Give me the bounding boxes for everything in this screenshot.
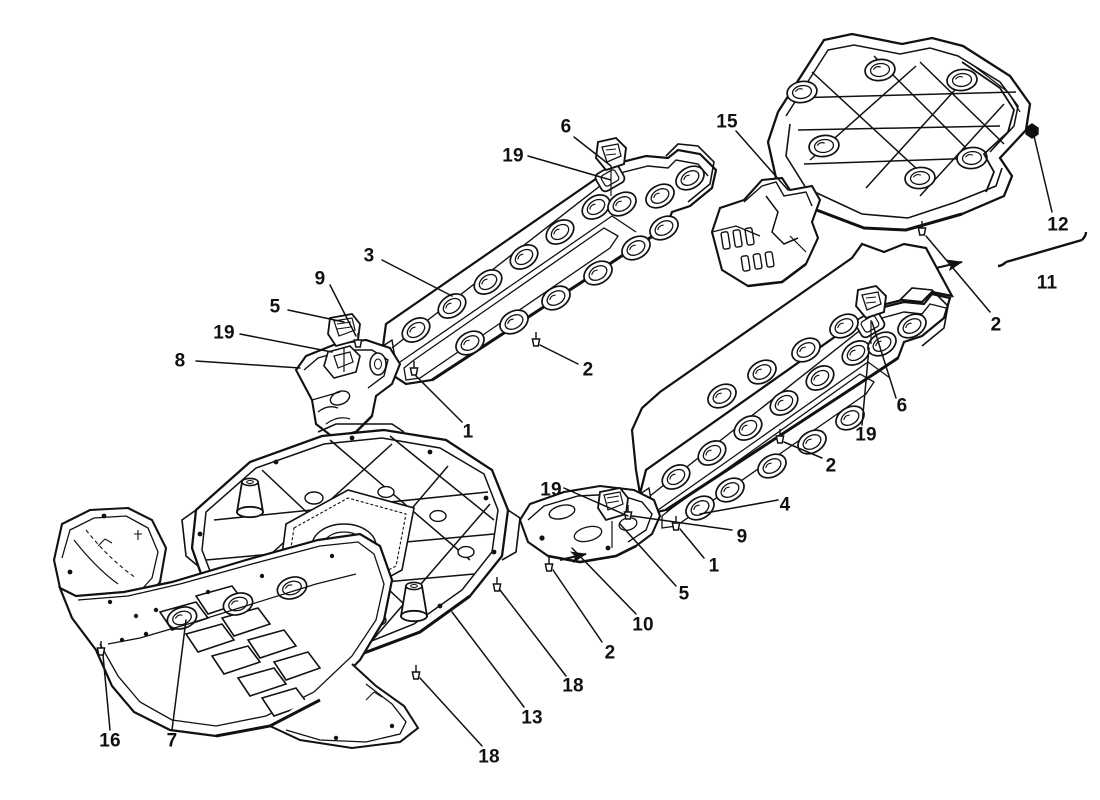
part-front-splash-shield bbox=[52, 506, 420, 750]
callout-number: 19 bbox=[502, 145, 524, 167]
callout-number: 13 bbox=[521, 707, 543, 729]
callout-number: 2 bbox=[582, 359, 594, 381]
bracket-11-rule bbox=[1005, 238, 1083, 264]
callout-number: 9 bbox=[736, 526, 748, 548]
leader-lines bbox=[102, 130, 1053, 747]
part-right-sill-cover-panel bbox=[630, 242, 955, 529]
callout-number: 18 bbox=[562, 675, 584, 697]
callout-number: 2 bbox=[604, 642, 616, 664]
callout-number: 19 bbox=[540, 479, 562, 501]
callout-number: 2 bbox=[990, 314, 1002, 336]
callout-number: 19 bbox=[855, 424, 877, 446]
rivet-2-bracket bbox=[544, 556, 554, 572]
assembly-arrow-right bbox=[935, 259, 963, 272]
callout-number: 12 bbox=[1047, 214, 1069, 236]
callout-number: 3 bbox=[363, 245, 375, 267]
nut-12 bbox=[1025, 123, 1039, 139]
rivet-18-undertray bbox=[492, 576, 502, 592]
part-slotted-heat-shield-bracket bbox=[710, 176, 822, 288]
fastener-glyphs bbox=[96, 123, 1088, 680]
callout-number: 2 bbox=[825, 455, 837, 477]
part-left-sill-cover-panel bbox=[381, 143, 718, 386]
callout-number: 16 bbox=[99, 730, 121, 752]
callout-number: 11 bbox=[1036, 272, 1058, 294]
callout-number: 5 bbox=[269, 296, 281, 318]
part-rear-underbody-shield bbox=[766, 32, 1032, 232]
rivet-18-lower bbox=[411, 664, 421, 680]
callout-number: 6 bbox=[560, 116, 572, 138]
callout-number: 19 bbox=[213, 322, 235, 344]
callout-number: 1 bbox=[708, 555, 720, 577]
part-sill-retainer-block-left bbox=[595, 136, 628, 196]
callout-number: 6 bbox=[896, 395, 908, 417]
callout-number: 15 bbox=[716, 111, 738, 133]
callout-number: 1 bbox=[462, 421, 474, 443]
part-front-left-corner-bracket bbox=[294, 338, 402, 440]
callout-number: 8 bbox=[174, 350, 186, 372]
callout-number: 9 bbox=[314, 268, 326, 290]
part-sill-retainer-block-right bbox=[855, 284, 888, 344]
assembly-arrow-rear bbox=[559, 551, 587, 564]
callout-number: 10 bbox=[632, 614, 654, 636]
callout-number: 18 bbox=[478, 746, 500, 768]
callout-number: 4 bbox=[779, 494, 791, 516]
rivet-2-left-panel bbox=[531, 331, 541, 347]
part-rear-left-corner-bracket bbox=[518, 484, 662, 564]
callout-number: 7 bbox=[166, 730, 178, 752]
callout-number: 5 bbox=[678, 583, 690, 605]
